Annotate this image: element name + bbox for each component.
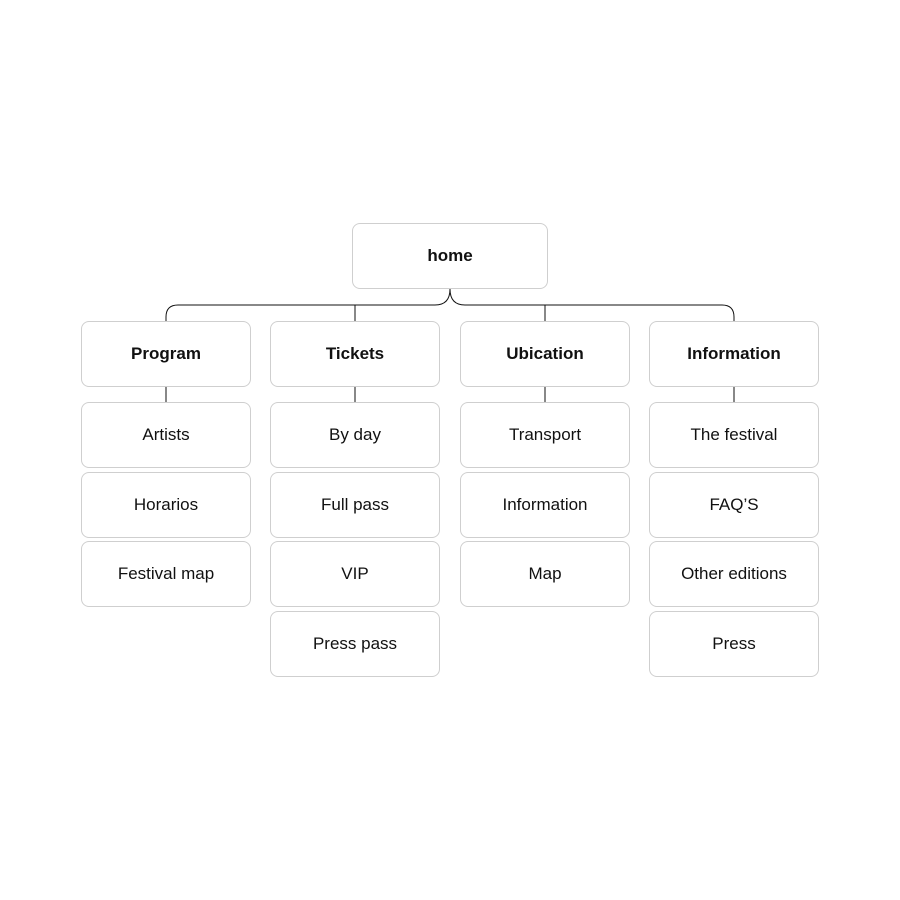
page-transport[interactable]: Transport: [460, 402, 630, 468]
root-branch-connector: [165, 288, 451, 321]
category-information[interactable]: Information: [649, 321, 819, 387]
page-map[interactable]: Map: [460, 541, 630, 607]
category-tickets[interactable]: Tickets: [270, 321, 440, 387]
page-press-pass[interactable]: Press pass: [270, 611, 440, 677]
page-vip[interactable]: VIP: [270, 541, 440, 607]
page-faqs[interactable]: FAQ’S: [649, 472, 819, 538]
page-by-day[interactable]: By day: [270, 402, 440, 468]
category-program[interactable]: Program: [81, 321, 251, 387]
page-festival-map[interactable]: Festival map: [81, 541, 251, 607]
page-the-festival[interactable]: The festival: [649, 402, 819, 468]
page-full-pass[interactable]: Full pass: [270, 472, 440, 538]
page-other-editions[interactable]: Other editions: [649, 541, 819, 607]
root-branch-connector-right: [449, 288, 735, 321]
page-information[interactable]: Information: [460, 472, 630, 538]
category-ubication[interactable]: Ubication: [460, 321, 630, 387]
page-horarios[interactable]: Horarios: [81, 472, 251, 538]
page-artists[interactable]: Artists: [81, 402, 251, 468]
page-press[interactable]: Press: [649, 611, 819, 677]
home-node[interactable]: home: [352, 223, 548, 289]
